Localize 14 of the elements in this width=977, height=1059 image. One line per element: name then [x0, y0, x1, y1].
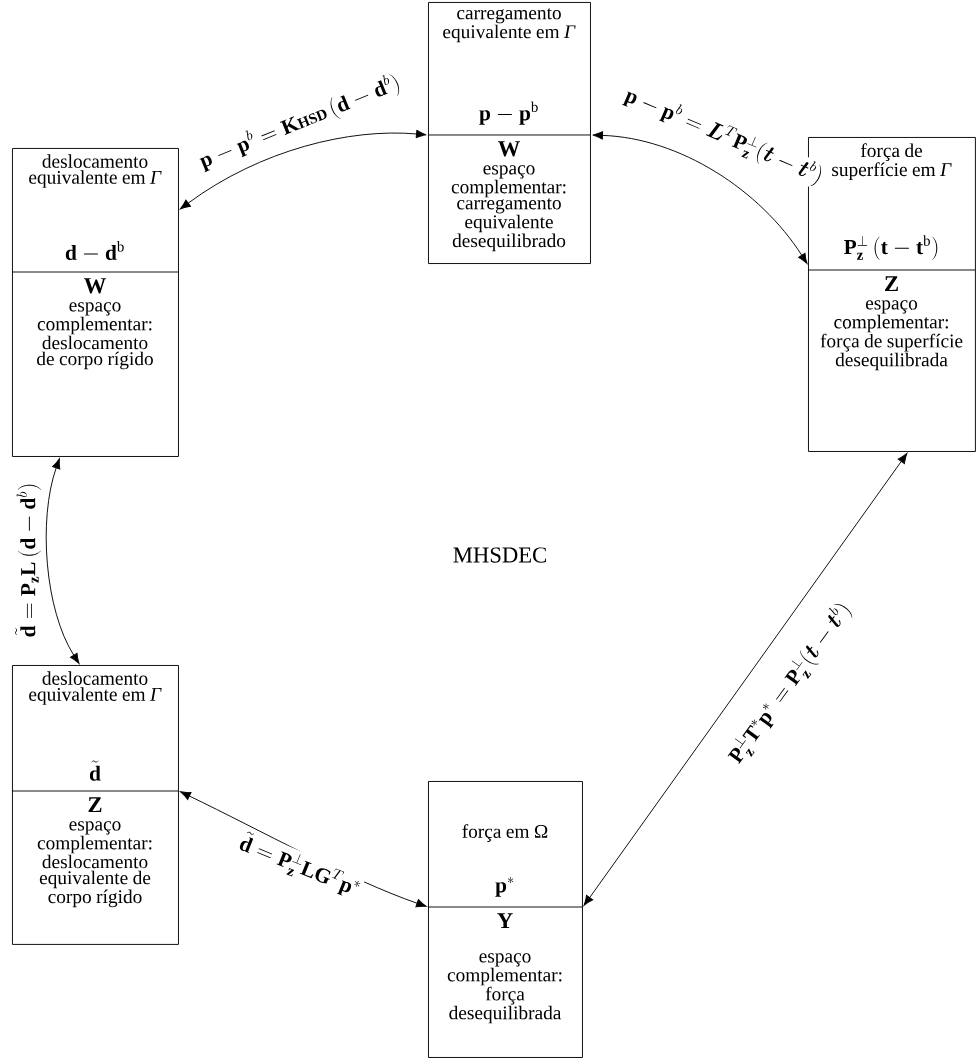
concept-box: deslocamento equivalente em Γ $\tilde{\mathbf{d}}$ $\mathbf{Z}$ espaço complementar: deslocamento equivalente de corpo rígido [11, 665, 179, 945]
edge-label: $\mathbf{P}_{\mathbf{z}}^{\perp}\mathbf{T}^{*}\mathbf{p}^{*} = \mathbf{P}_{\mathbf{z}}^{\perp}(\boldsymbol{t} - \boldsymbol{t}^{b})$ [721, 596, 859, 770]
arrow [583, 453, 908, 906]
edge-label: $\tilde{\mathbf{d}} = \mathbf{P}_{\mathbf{z}}^{\perp}\mathbf{L}\mathbf{G}^{T}\mathbf{p}^{*}$ [234, 828, 366, 904]
concept-box: força em Ω $\mathbf{p}^{*}$ $\mathbf{Y}$ espaço complementar: força desequilibrada [427, 781, 583, 1058]
arrow [179, 129, 427, 210]
edge-label: $\mathbf{p} - \mathbf{p}^{b} = \boldsymbol{L}^{T}\mathbf{P}_{\mathbf{z}}^{\perp}(\boldsymbol{t} - \boldsymbol{t}^{b})$ [619, 81, 829, 191]
arrow [592, 131, 808, 264]
concept-box: carregamento equivalente em Γ $\mathbf{p} - \mathbf{p}^{\mathrm{b}}$ $\mathbf{W}$ espaço complementar: carregamento equivalente desequilibrado [427, 2, 591, 264]
center-label: MHSDEC [453, 547, 546, 563]
edge-label: $\mathbf{p} - \mathbf{p}^{b} = \mathbf{K}{\scriptstyle\mathbf{HSD}}\,(\mathbf{d} - \mathbf{d}^{b})$ [194, 68, 406, 176]
concept-box: deslocamento equivalente em Γ $\mathbf{d} - \mathbf{d}^{\mathrm{b}}$ $\mathbf{W}$ espaço complementar: deslocamento de corpo rígido [11, 148, 179, 457]
arrow [45, 458, 80, 664]
edge-label: $\tilde{\mathbf{d}} = \mathbf{P}_{\mathbf{z}}\mathbf{L}\,(\mathbf{d} - \mathbf{d}^{b})$ [13, 481, 43, 639]
